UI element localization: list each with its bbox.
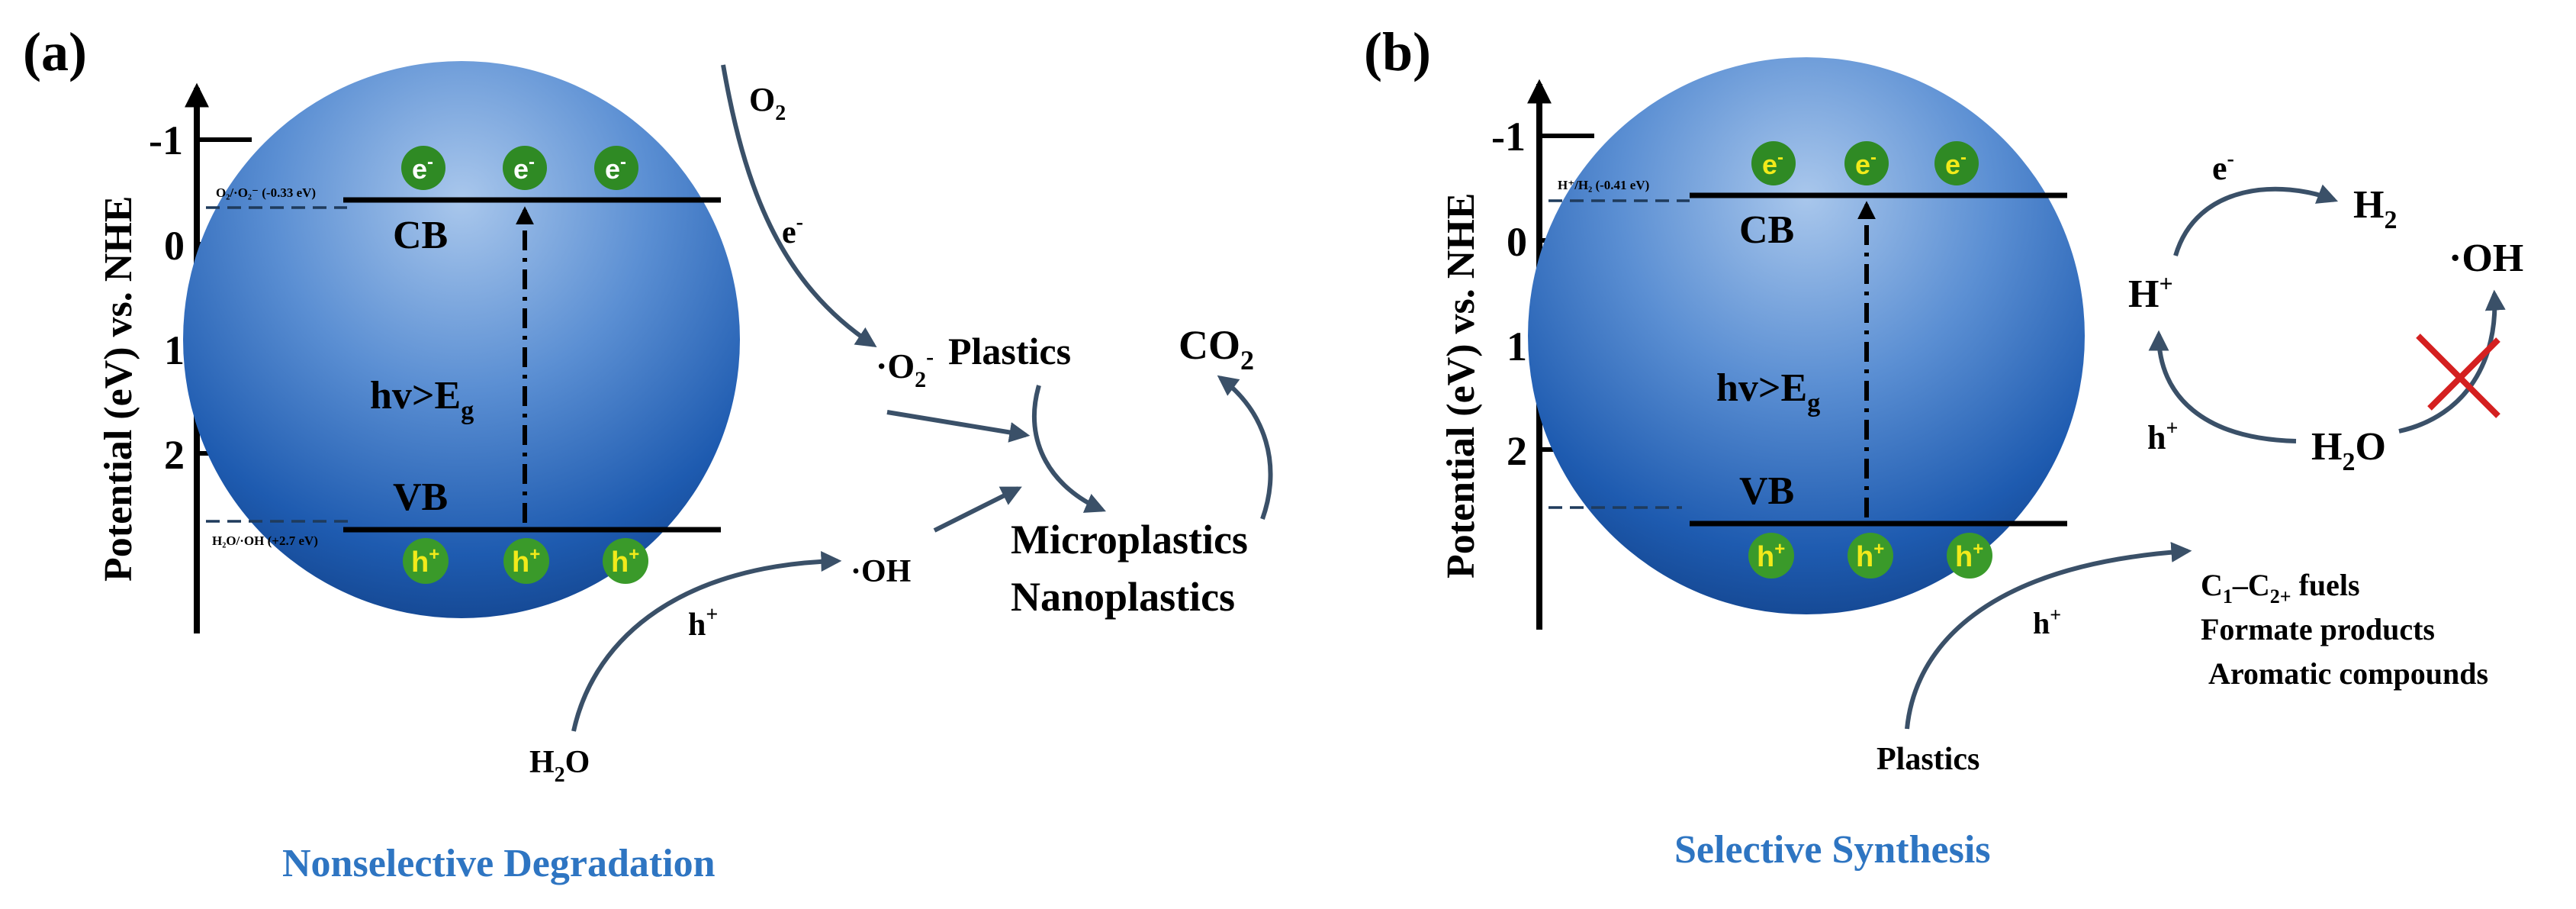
panel-b-oh-label: ·OH	[2449, 237, 2523, 280]
panel-a-oh-label: ·OH	[851, 554, 911, 589]
panel-b-hole: h+	[1848, 533, 1893, 579]
svg-text:e-: e-	[1855, 147, 1877, 180]
panel-a-electron: e-	[594, 146, 638, 190]
panel-a-co2-label: CO2	[1179, 322, 1254, 376]
panel-b-h2o-to-hplus-arrow	[2148, 330, 2297, 443]
panel-a-tick-label: 1	[164, 327, 185, 373]
panel-b-h-label: h+	[2147, 417, 2178, 456]
panel-b-h-arrow-label: h+	[2033, 604, 2061, 640]
panel-a-nano-label: Nanoplastics	[1011, 574, 1235, 620]
panel-a-h2o-label: H2O	[529, 745, 590, 787]
panel-a-superoxide-label: ·O2-	[876, 344, 934, 392]
panel-a-tick-label: 2	[164, 432, 185, 478]
panel-a-h-arrow-label: h+	[688, 603, 718, 643]
panel-b-plastics-arrow	[1905, 541, 2192, 730]
panel-a-electron: e-	[503, 146, 547, 190]
panel-b-hplus-label: H+	[2128, 269, 2173, 316]
panel-b-plastics-label: Plastics	[1877, 742, 1979, 777]
svg-text:h+: h+	[611, 544, 639, 579]
panel-a-hole: h+	[603, 538, 648, 584]
panel-b-ref-top-label: H⁺/H₂ (-0.41 eV)	[1558, 178, 1649, 192]
panel-b-vb-label: VB	[1739, 469, 1794, 513]
svg-text:e-: e-	[1762, 147, 1783, 180]
svg-text:h+: h+	[1955, 539, 1983, 573]
svg-text:h+: h+	[1856, 539, 1884, 573]
panel-b-h2o-to-oh-arrow	[2398, 289, 2506, 434]
panel-a-hole: h+	[403, 538, 449, 584]
panel-b-cb-label: CB	[1739, 208, 1794, 252]
panel-b-tick-label: 0	[1507, 219, 1527, 265]
panel-b-h2o-label: H2O	[2311, 425, 2386, 476]
panel-b: (b) Potential (eV) vs. NHE -1 0 1 2 H⁺/H…	[1364, 21, 2523, 872]
svg-text:e-: e-	[1945, 147, 1967, 180]
panel-a-vb-label: VB	[393, 475, 448, 519]
panel-a-cb-label: CB	[393, 214, 448, 257]
svg-text:e-: e-	[513, 152, 535, 185]
panel-b-electron: e-	[1751, 141, 1796, 185]
panel-a-tick-label: -1	[149, 118, 183, 163]
panel-a-e-arrow-label: e-	[782, 211, 803, 250]
panel-a-tick-label: 0	[164, 223, 185, 269]
svg-text:e-: e-	[412, 152, 433, 185]
panel-b-caption: Selective Synthesis	[1674, 828, 1991, 872]
panel-a-o2-label: O2	[749, 81, 786, 125]
panel-b-hole: h+	[1947, 533, 1992, 579]
panel-b-fuels-label: C1–C2+ fuels	[2201, 568, 2360, 608]
panel-a-micro-to-co2-arrow	[1217, 375, 1273, 521]
panel-b-tick-label: -1	[1491, 114, 1526, 160]
panel-a-y-axis-label: Potential (eV) vs. NHE	[97, 196, 140, 582]
svg-text:e-: e-	[605, 152, 626, 185]
panel-a-hv-label: hv>Eg	[370, 374, 474, 425]
panel-b-tick-label: 1	[1507, 324, 1527, 369]
panel-b-letter: (b)	[1364, 21, 1431, 82]
panel-a-oh-to-target-arrow	[933, 486, 1022, 533]
svg-text:h+: h+	[512, 544, 540, 579]
panel-b-hole: h+	[1748, 533, 1794, 579]
panel-a-caption: Nonselective Degradation	[282, 842, 716, 885]
panel-b-electron: e-	[1934, 141, 1979, 185]
panel-a-h2o-to-oh-arrow	[571, 551, 842, 732]
panel-a-micro-label: Microplastics	[1011, 517, 1248, 562]
svg-text:h+: h+	[411, 544, 439, 579]
panel-b-hv-label: hv>Eg	[1716, 366, 1820, 417]
panel-b-tick-label: 2	[1507, 428, 1527, 474]
panel-b-y-axis-label: Potential (eV) vs. NHE	[1439, 193, 1483, 579]
panel-b-blocked-cross	[2416, 334, 2500, 418]
panel-a-hole: h+	[503, 538, 549, 584]
panel-b-h2-label: H2	[2353, 183, 2397, 234]
panel-a: (a) Potential (eV) vs. NHE -1 0 1 2 O₂/·…	[23, 21, 1273, 885]
panel-b-e-label: e-	[2212, 147, 2234, 187]
panel-a-ref-top-label: O₂/·O₂⁻ (-0.33 eV)	[216, 185, 316, 200]
panel-b-aromatic-label: Aromatic compounds	[2208, 656, 2488, 691]
panel-a-o2-arrow	[721, 64, 877, 347]
panel-b-electron: e-	[1844, 141, 1889, 185]
panel-b-hplus-to-h2-arrow	[2173, 184, 2339, 256]
panel-a-superoxide-to-target-arrow	[886, 410, 1031, 443]
panel-b-semiconductor-sphere	[1528, 57, 2085, 614]
panel-a-letter: (a)	[23, 21, 87, 82]
svg-text:h+: h+	[1757, 539, 1785, 573]
panel-b-formate-label: Formate products	[2201, 612, 2435, 646]
panel-a-plastics-to-micro-arrow	[1031, 385, 1106, 513]
panel-a-plastics-label: Plastics	[948, 330, 1071, 372]
panel-a-ref-bottom-label: H₂O/·OH (+2.7 eV)	[212, 533, 318, 548]
panel-a-electron: e-	[401, 146, 445, 190]
